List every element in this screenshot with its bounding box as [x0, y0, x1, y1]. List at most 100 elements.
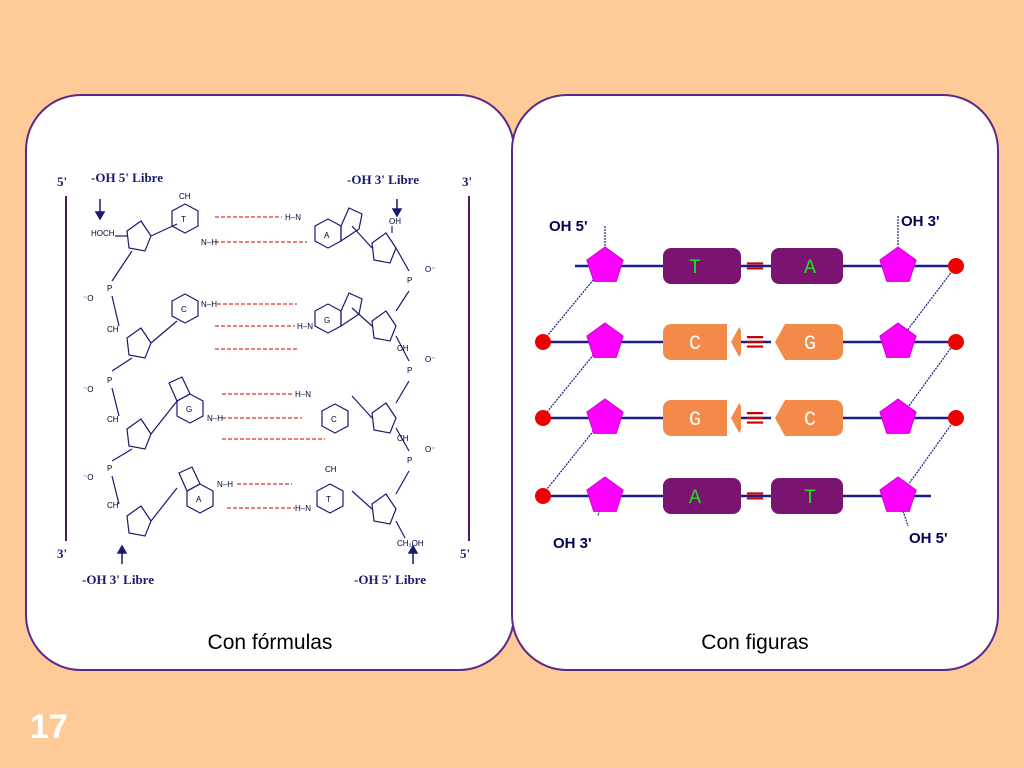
fig-sugar-right-4	[879, 476, 917, 512]
label-top-right: -OH 3' Libre	[347, 172, 419, 187]
fig-bond-3: ≡	[744, 403, 766, 433]
svg-text:N–H: N–H	[217, 480, 233, 489]
fig-sugar-left-3	[586, 398, 624, 434]
formula-diagram: 5' 3' 3' 5' -OH 5' Libre -OH 3' Libre -O…	[57, 170, 472, 587]
fig-rows: T A = C G ≡ G C ≡ A T =	[535, 246, 964, 514]
formula-panel: 5' 3' 3' 5' -OH 5' Libre -OH 3' Libre -O…	[25, 94, 515, 671]
fig-label-bottom-right: OH 5'	[909, 530, 948, 547]
fig-base-right-label-1: A	[804, 257, 816, 280]
fig-base-right-notch-2	[771, 324, 785, 360]
end-bottom-right: 5'	[460, 546, 470, 561]
svg-text:C: C	[181, 305, 187, 314]
svg-text:T: T	[326, 495, 331, 504]
svg-text:A: A	[196, 495, 202, 504]
end-bottom-left: 3'	[57, 546, 67, 561]
svg-text:CH: CH	[107, 325, 119, 334]
svg-text:P: P	[407, 366, 412, 375]
svg-text:C: C	[331, 415, 337, 424]
fig-phosphate-left-3	[535, 410, 551, 426]
svg-text:P: P	[107, 376, 112, 385]
fig-base-right-label-3: C	[804, 409, 816, 432]
fig-base-left-4	[663, 478, 741, 514]
fig-sugar-right-1	[879, 246, 917, 282]
fig-phosphate-right-2	[948, 334, 964, 350]
svg-text:CH: CH	[325, 465, 337, 474]
fig-sugar-left-4	[586, 476, 624, 512]
svg-text:O⁻: O⁻	[425, 445, 435, 454]
svg-text:G: G	[324, 316, 330, 325]
svg-text:N–H: N–H	[201, 300, 217, 309]
svg-text:A: A	[324, 231, 330, 240]
end-top-left: 5'	[57, 174, 67, 189]
figure-panel: OH 5' OH 3' OH 3' OH 5' T A = C G ≡ G C ≡ A T = Con…	[511, 94, 999, 671]
fig-sugar-left-2	[586, 322, 624, 358]
fig-base-right-4	[771, 478, 843, 514]
fig-sugar-right-3	[879, 398, 917, 434]
svg-text:O⁻: O⁻	[425, 265, 435, 274]
fig-base-right-1	[771, 248, 843, 284]
formula-base-pair-2: C G N–H H–N	[171, 292, 363, 350]
label-top-left: -OH 5' Libre	[91, 170, 163, 185]
svg-text:O⁻: O⁻	[425, 355, 435, 364]
svg-text:OH: OH	[389, 217, 401, 226]
fig-label-bottom-left: OH 3'	[553, 535, 592, 552]
fig-phosphate-right-3	[948, 410, 964, 426]
svg-text:CH: CH	[397, 434, 409, 443]
fig-base-left-2	[663, 324, 741, 360]
end-top-right: 3'	[462, 174, 472, 189]
left-backbone	[111, 220, 178, 537]
svg-text:P: P	[107, 464, 112, 473]
svg-text:CH: CH	[107, 501, 119, 510]
arrow-icons	[94, 199, 419, 564]
svg-text:⁻O: ⁻O	[83, 294, 93, 303]
fig-base-left-label-3: G	[689, 409, 701, 432]
svg-text:N–H: N–H	[201, 238, 217, 247]
fig-phosphate-right-1	[948, 258, 964, 274]
svg-text:H–N: H–N	[295, 390, 311, 399]
formula-base-pair-4: A T CH N–H H–N	[178, 465, 344, 514]
formula-base-pair-1: T A CH H–N N–H	[171, 192, 363, 249]
figure-diagram: OH 5' OH 3' OH 3' OH 5' T A = C G ≡ G C ≡ A T =	[535, 213, 964, 552]
svg-text:⁻O: ⁻O	[83, 473, 93, 482]
fig-base-right-label-4: T	[804, 487, 816, 510]
fig-label-top-right: OH 3'	[901, 213, 940, 230]
fig-label-top-left: OH 5'	[549, 218, 588, 235]
svg-text:N–H: N–H	[207, 414, 223, 423]
fig-base-left-label-2: C	[689, 333, 701, 356]
fig-bond-1: =	[744, 251, 766, 281]
right-backbone	[351, 225, 410, 539]
fig-base-left-1	[663, 248, 741, 284]
fig-base-right-notch-3	[771, 400, 785, 436]
formula-base-pair-3: G C H–N N–H	[168, 376, 349, 440]
svg-text:H–N: H–N	[285, 213, 301, 222]
svg-text:CH: CH	[179, 192, 191, 201]
slide-number: 17	[30, 708, 68, 746]
svg-text:P: P	[407, 456, 412, 465]
svg-text:CH: CH	[397, 344, 409, 353]
fig-phosphate-left-2	[535, 334, 551, 350]
fig-bond-4: =	[744, 481, 766, 511]
fig-base-left-label-4: A	[689, 487, 701, 510]
fig-base-left-notch-3	[727, 400, 741, 436]
svg-text:CH₂OH: CH₂OH	[397, 539, 424, 548]
svg-text:G: G	[186, 405, 192, 414]
fig-bond-2: ≡	[744, 327, 766, 357]
svg-text:CH: CH	[107, 415, 119, 424]
fig-base-right-2	[771, 324, 843, 360]
figure-caption: Con figuras	[701, 631, 809, 654]
fig-sugar-right-2	[879, 322, 917, 358]
fig-sugar-left-1	[586, 246, 624, 282]
formula-caption: Con fórmulas	[207, 631, 333, 654]
fig-base-left-notch-2	[727, 324, 741, 360]
fig-base-right-label-2: G	[804, 333, 816, 356]
svg-text:H–N: H–N	[297, 322, 313, 331]
fig-phosphate-left-4	[535, 488, 551, 504]
fig-base-right-3	[771, 400, 843, 436]
label-bottom-right: -OH 5' Libre	[354, 572, 426, 587]
fig-base-left-label-1: T	[689, 257, 701, 280]
svg-text:P: P	[107, 284, 112, 293]
svg-text:T: T	[181, 215, 186, 224]
phosphate-labels: P P P P P P ⁻O ⁻O ⁻O O⁻ O⁻ O⁻ HOCH CH CH…	[83, 217, 435, 548]
svg-text:⁻O: ⁻O	[83, 385, 93, 394]
fig-base-left-3	[663, 400, 741, 436]
